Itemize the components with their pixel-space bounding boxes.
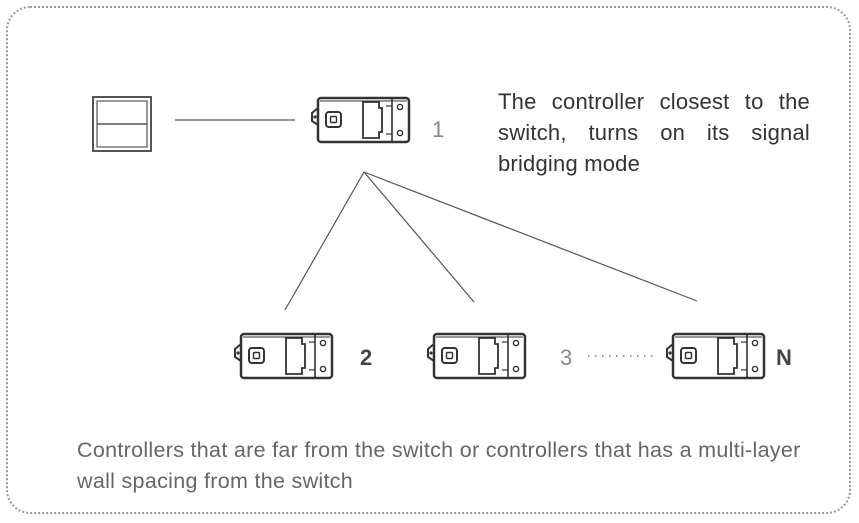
controller-3-icon [426, 332, 527, 380]
wall-switch-icon [92, 96, 152, 152]
controller-2-label: 2 [360, 345, 373, 370]
controller-3-label: 3 [560, 345, 573, 370]
controller-2-icon [233, 332, 334, 380]
description-bottom: Controllers that are far from the switch… [77, 438, 801, 493]
branch-lines [284, 171, 698, 311]
controller-1-icon [310, 96, 411, 144]
dotted-border-frame [6, 6, 851, 514]
controller-1-label: 1 [432, 117, 445, 142]
controller-n-label: N [776, 345, 792, 370]
description-top: The controller closest to the switch, tu… [498, 89, 810, 176]
controller-n-icon [665, 332, 766, 380]
